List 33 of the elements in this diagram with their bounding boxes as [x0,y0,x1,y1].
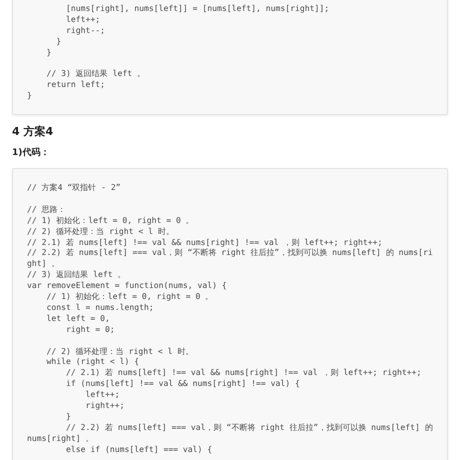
code-line: // 2.2) 若 nums[left] === val，则 “不断将 right 往后拉”，找到可以换 nums[left] 的 nums[right] 。 [27,422,434,444]
code-line: // 思路： [27,204,67,215]
code-line: else if (nums[left] === val) { [64,444,214,455]
code-line: left++; [64,14,102,25]
code-line: while (right < l) { [46,356,140,368]
code-line: // 2.1) 若 nums[left] !== val && nums[right] !== val ，则 left++; right++; [64,367,422,378]
code-line: // 3) 返回结果 left 。 [46,68,146,80]
code-line: return left; [46,79,106,90]
code-line: // 2.2) 若 nums[left] === val，则 “不断将 right 往后拉”，找到可以换 nums[left] 的 nums[right] 。 [27,247,434,270]
code-line: [nums[right], nums[left]] = [nums[left], nums[right]]; [64,3,330,14]
section-heading: 4 方案4 [12,124,54,139]
code-block [12,168,448,460]
code-line: } [55,36,62,47]
code-line: const l = nums.length; [46,302,155,313]
paragraph-text: 1)代码： [12,146,50,159]
code-line: if (nums[left] !== val && nums[right] !== val) { [64,378,301,390]
code-line: } [46,46,52,58]
code-line: let left = 0, [46,312,111,324]
code-line: // 2) 循环处理：当 right < l 时。 [46,346,194,356]
code-line: right--; [64,24,106,36]
code-line: // 方案4 “双指针 - 2” [27,182,122,193]
code-line: var removeElement = function(nums, val) { [27,280,228,292]
code-line: } [64,411,72,422]
code-line: right++; [84,400,126,411]
code-block [12,0,448,115]
code-line: } [27,90,33,102]
code-line: // 2) 循环处理：当 right < l 时。 [27,226,175,237]
code-line: // 1) 初始化：left = 0, right = 0 。 [46,291,214,302]
code-line: // 3) 返回结果 left 。 [27,269,126,280]
code-line: left++; [84,389,121,400]
code-line: // 2.1) 若 nums[left] !== val && nums[right] !== val ，则 left++; right++; [27,236,384,248]
code-line: right = 0; [64,324,116,335]
code-line: // 1) 初始化：left = 0, right = 0 。 [27,214,195,226]
